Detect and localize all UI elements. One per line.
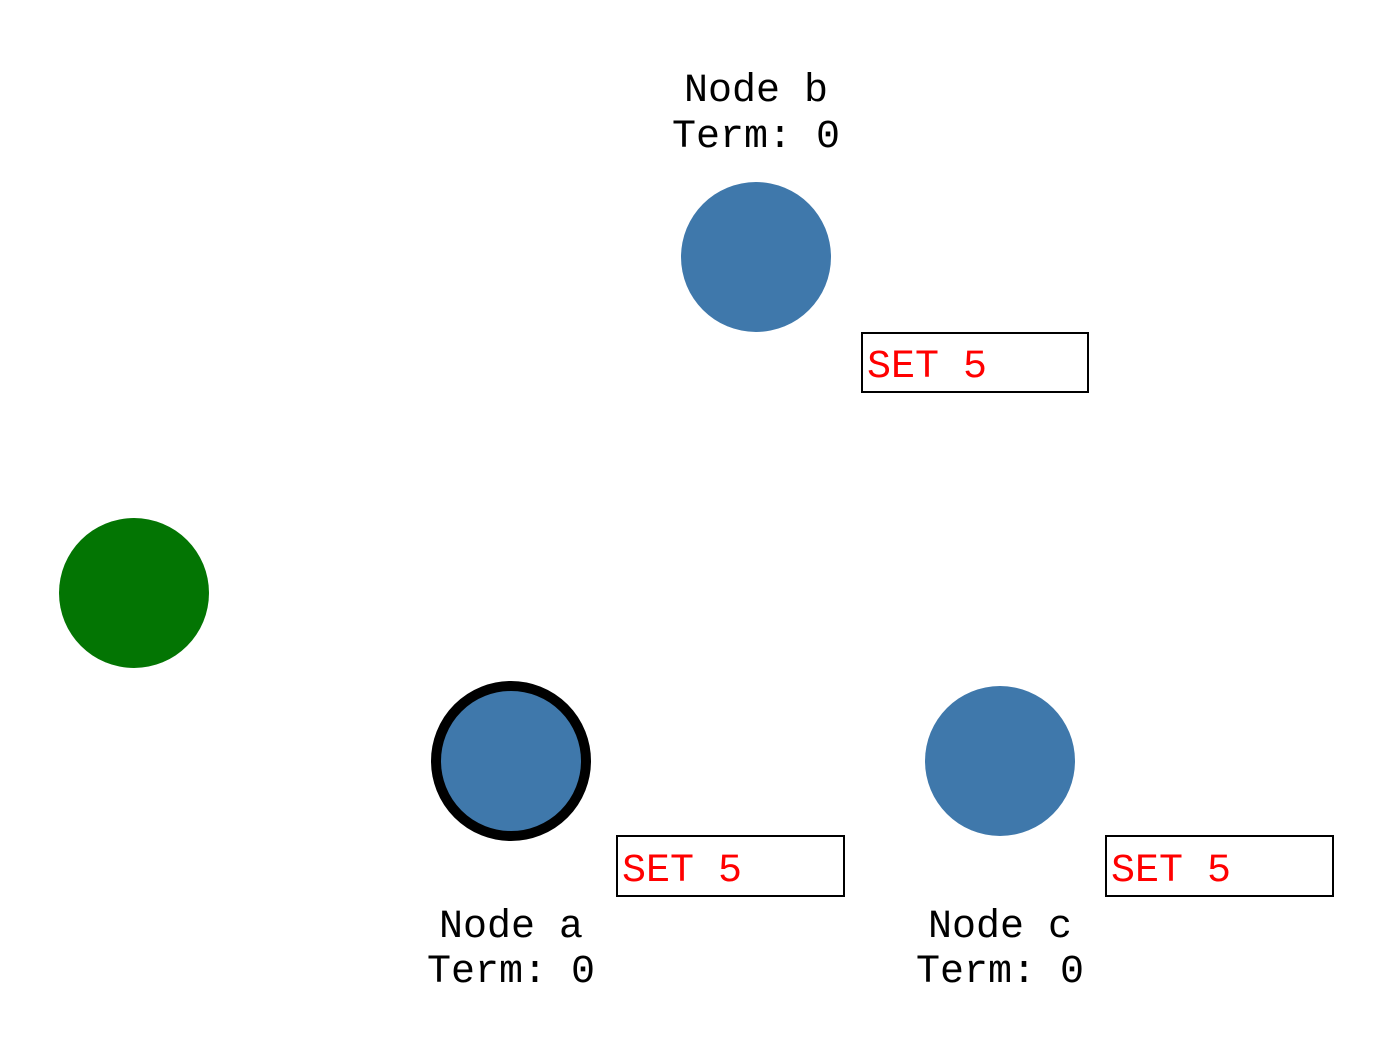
node-a-term: Term: 0 bbox=[427, 950, 595, 995]
node-a: SET 5 Node a Term: 0 bbox=[427, 681, 845, 995]
node-c-circle bbox=[925, 686, 1075, 836]
node-b-log-entry: SET 5 bbox=[867, 345, 987, 390]
node-c: SET 5 Node c Term: 0 bbox=[916, 686, 1334, 995]
node-c-log-entry: SET 5 bbox=[1111, 849, 1231, 894]
node-b-log-box bbox=[861, 332, 1089, 393]
node-b: Node b Term: 0 SET 5 bbox=[672, 69, 1089, 393]
node-a-circle bbox=[431, 681, 591, 841]
node-c-log-box bbox=[1105, 835, 1334, 897]
node-b-term: Term: 0 bbox=[672, 115, 840, 160]
node-b-label: Node b bbox=[684, 69, 828, 114]
node-a-log-box bbox=[616, 835, 845, 897]
node-c-term: Term: 0 bbox=[916, 950, 1084, 995]
node-c-label: Node c bbox=[928, 905, 1072, 950]
node-a-label: Node a bbox=[439, 905, 583, 950]
client-node bbox=[59, 518, 209, 668]
node-b-circle bbox=[681, 182, 831, 332]
node-a-log-entry: SET 5 bbox=[622, 849, 742, 894]
